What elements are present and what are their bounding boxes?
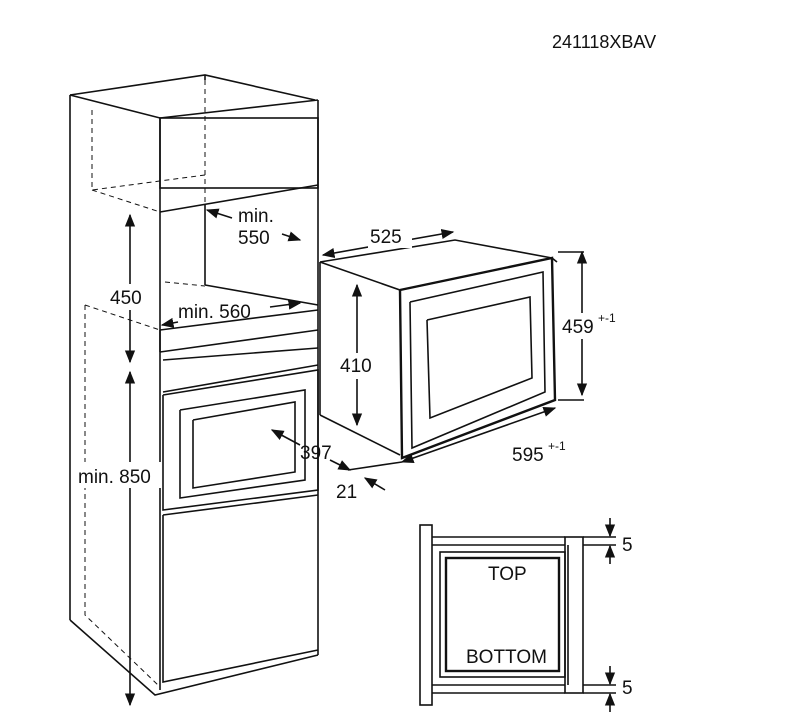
label-21: 21 bbox=[336, 482, 357, 503]
label-min-850: min. 850 bbox=[78, 467, 151, 488]
label-min-560: min. 560 bbox=[178, 302, 251, 323]
label-459: 459 bbox=[562, 317, 594, 338]
label-top: TOP bbox=[488, 564, 527, 585]
section-detail-drawing bbox=[419, 518, 616, 712]
cabinet-drawing bbox=[69, 74, 319, 696]
label-450: 450 bbox=[110, 288, 142, 309]
label-min-550-line1: min. bbox=[238, 206, 274, 227]
cabinet-dimensions bbox=[124, 208, 302, 707]
label-397: 397 bbox=[300, 443, 332, 464]
label-bottom: BOTTOM bbox=[466, 647, 547, 668]
label-gap-top: 5 bbox=[622, 535, 633, 556]
label-gap-bottom: 5 bbox=[622, 678, 633, 699]
label-459-tolerance: +-1 bbox=[598, 311, 616, 325]
appliance-drawing bbox=[319, 239, 558, 460]
label-595: 595 bbox=[512, 445, 544, 466]
label-595-tolerance: +-1 bbox=[548, 439, 566, 453]
model-code: 241118XBAV bbox=[552, 32, 656, 52]
label-525: 525 bbox=[370, 227, 402, 248]
label-410: 410 bbox=[340, 356, 372, 377]
label-min-550-line2: 550 bbox=[238, 228, 270, 249]
